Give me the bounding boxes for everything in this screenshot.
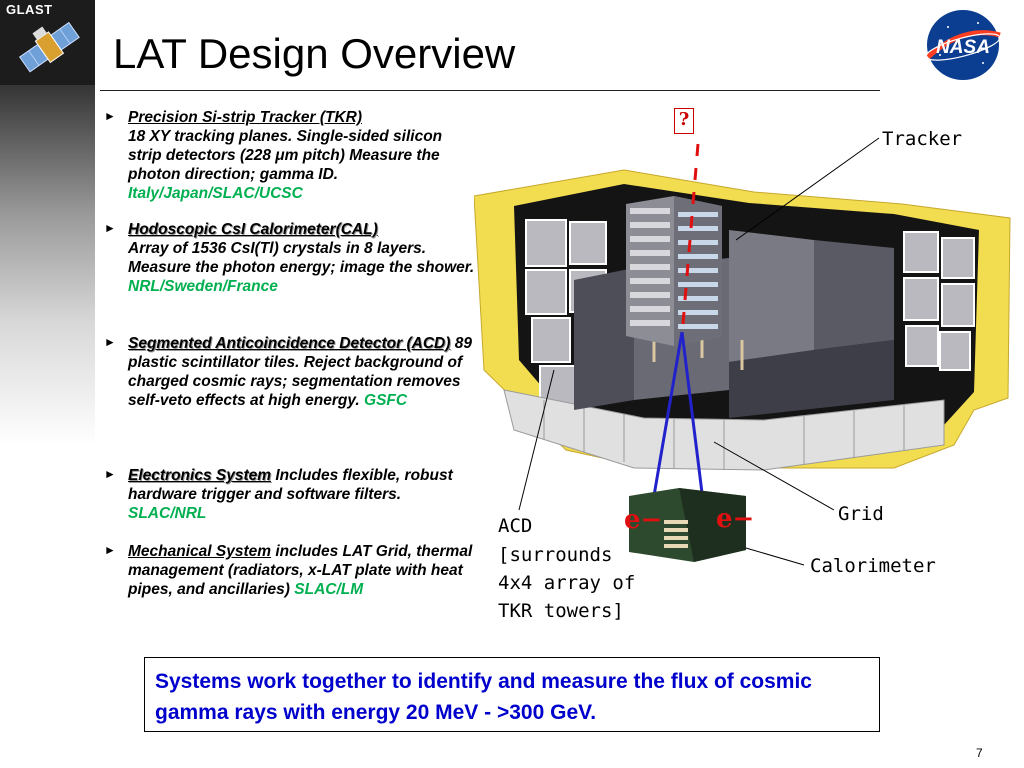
title-divider (100, 90, 880, 91)
bullet-text: Includes flexible, robust hardware trigg… (128, 467, 453, 503)
glast-logo (0, 0, 95, 85)
bullet-heading: Hodoscopic CsI Calorimeter(CAL) (128, 221, 378, 238)
nasa-logo: NASA (925, 10, 1001, 80)
lat-diagram: ? e− e− Tracker Grid Calorimeter ACD [su… (473, 100, 1024, 640)
electron-label-right: e− (716, 504, 755, 534)
page-title: LAT Design Overview (113, 30, 516, 77)
bullet-arrow-icon: ► (104, 221, 116, 235)
acd-label-line1: ACD (498, 515, 533, 537)
bullet-institutions: SLAC/NRL (128, 505, 207, 522)
nasa-logo-text: NASA (936, 37, 990, 58)
summary-text: Systems work together to identify and me… (155, 670, 812, 724)
bullet-institutions: NRL/Sweden/France (128, 278, 278, 295)
left-gradient-band (0, 0, 95, 768)
bullet-arrow-icon: ► (104, 109, 116, 123)
electron-label-left: e− (624, 505, 663, 535)
calorimeter-label: Calorimeter (810, 555, 936, 577)
bullet-heading: Precision Si-strip Tracker (TKR) (128, 109, 363, 126)
gamma-ray-symbol: ? (674, 108, 694, 134)
bullet-institutions: Italy/Japan/SLAC/UCSC (128, 185, 303, 202)
tracker-label: Tracker (882, 128, 963, 150)
bullet-text: includes LAT Grid, thermal management (r… (128, 543, 473, 598)
bullet-text: Array of 1536 CsI(Tl) crystals in 8 laye… (128, 240, 475, 276)
bullet-heading: Electronics System (128, 467, 272, 484)
bullet-arrow-icon: ► (104, 335, 116, 349)
grid-label: Grid (838, 503, 884, 525)
bullet-mechanical: ► Mechanical System includes LAT Grid, t… (104, 542, 476, 599)
bullet-calorimeter: ► Hodoscopic CsI Calorimeter(CAL) Array … (104, 220, 476, 296)
bullet-tracker: ► Precision Si-strip Tracker (TKR) 18 XY… (104, 108, 476, 203)
bullet-text: 89 plastic scintillator tiles. Reject ba… (128, 335, 472, 409)
bullet-institutions: GSFC (364, 392, 408, 409)
bullet-institutions: SLAC/LM (294, 581, 364, 598)
page-number: 7 (976, 746, 983, 760)
summary-box (144, 657, 880, 732)
bullet-electronics: ► Electronics System Includes flexible, … (104, 466, 476, 523)
bullet-heading: Segmented Anticoincidence Detector (ACD) (128, 335, 451, 352)
acd-label-line2: [surrounds (498, 544, 613, 566)
lat-cutaway-illustration (473, 137, 1011, 566)
bullet-arrow-icon: ► (104, 467, 116, 481)
bullet-heading: Mechanical System (128, 543, 272, 560)
bullet-arrow-icon: ► (104, 543, 116, 557)
satellite-icon (0, 0, 95, 85)
bullet-acd: ► Segmented Anticoincidence Detector (AC… (104, 334, 476, 410)
acd-label-line4: TKR towers] (498, 600, 624, 622)
bullet-text: 18 XY tracking planes. Single-sided sili… (128, 128, 443, 183)
glast-logo-text: GLAST (6, 2, 53, 17)
acd-label-line3: 4x4 array of (498, 572, 636, 594)
